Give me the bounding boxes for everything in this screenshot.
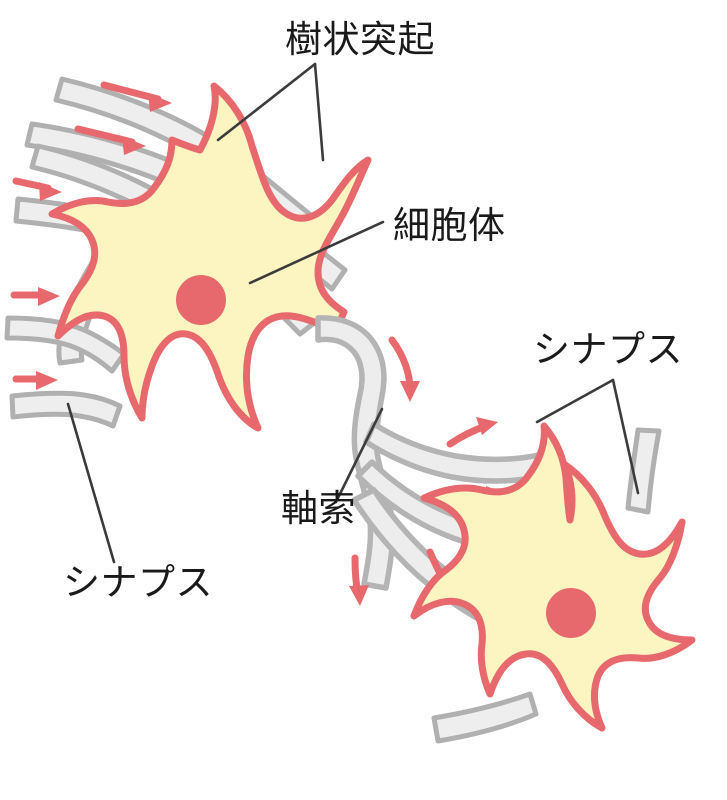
lower-left-fiber [431,691,539,744]
label-dendrite: 樹状突起 [285,18,435,61]
leader-lines-group [66,62,640,564]
incoming-fiber-7 [9,390,123,429]
neuron-lower-right [410,422,696,732]
nucleus-upper-left [176,275,226,325]
signal-arrow-branch-up [446,417,498,448]
leader-synapse-left [66,402,116,564]
label-soma: 細胞体 [393,204,506,247]
signal-arrow-axon-descend [388,336,420,402]
leader-soma [248,220,385,285]
soma-upper-left [48,82,372,432]
leader-dendrite-right [313,62,325,162]
signal-arrow-axon-down [349,554,369,606]
label-axon: 軸索 [281,487,356,530]
leader-axon [334,407,384,504]
label-synapse-left: シナプス [63,561,213,604]
label-synapse-right: シナプス [533,328,683,371]
synapse-terminal-right [625,427,662,515]
labels-group: 樹状突起 細胞体 シナプス 軸索 シナプス [63,18,683,604]
leader-synapse-right-b [611,378,640,495]
leader-synapse-right-a [535,378,615,424]
signal-arrow-2 [74,125,146,155]
signal-arrow-3 [12,177,62,201]
nucleus-lower-right [546,588,596,638]
incoming-arrows-group [10,81,172,390]
neuron-upper-left [48,82,372,432]
soma-lower-right [410,422,696,732]
second-neuron-fibers [431,427,662,744]
signal-arrow-5 [12,371,58,390]
leader-dendrite-left [216,62,317,142]
signal-arrow-4 [10,287,60,306]
signal-arrow-1 [100,81,172,112]
